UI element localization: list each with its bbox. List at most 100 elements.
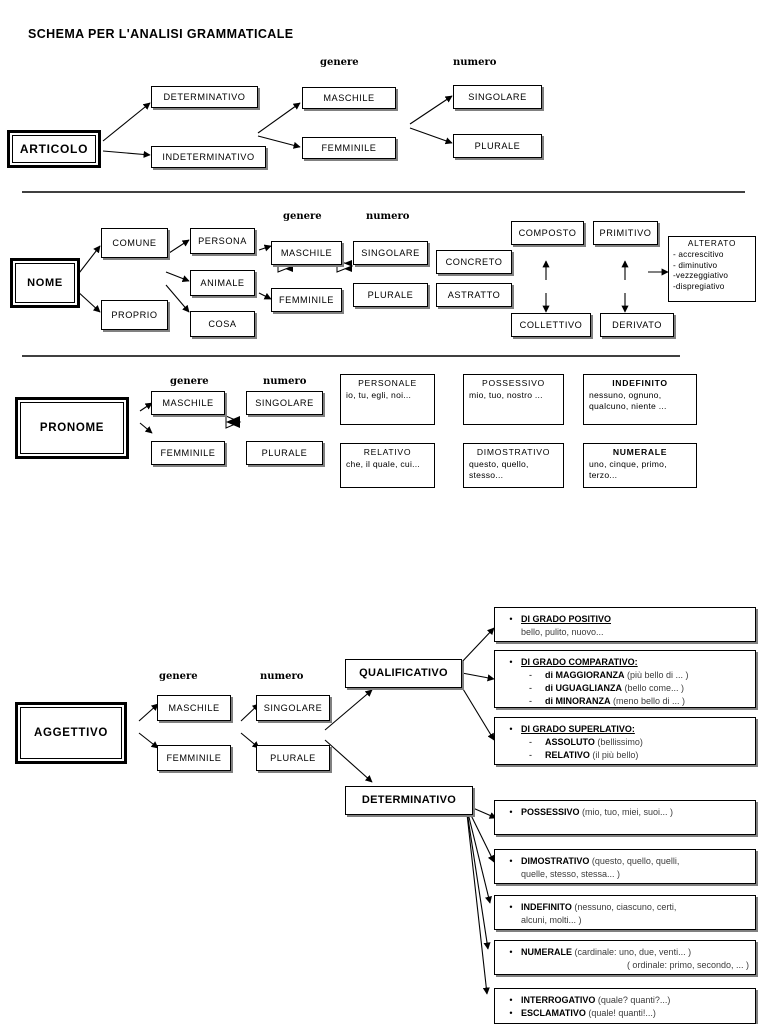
nome-alterato-item-3: -dispregiativo <box>673 282 725 292</box>
articolo-numero-label: numero <box>453 57 497 68</box>
pronome-card-3[interactable]: RELATIVO che, il quale, cui... <box>340 443 435 488</box>
aggettivo-determinativo[interactable]: DETERMINATIVO <box>345 786 473 815</box>
dash-icon: - <box>529 670 532 681</box>
aggettivo-genere-label: genere <box>159 671 198 682</box>
nome-proprio[interactable]: PROPRIO <box>101 300 168 330</box>
qual-box-1-sub-1-rest: (bello come... ) <box>622 683 685 694</box>
bullet-icon: • <box>509 614 513 624</box>
qual-box-1[interactable]: • DI GRADO COMPARATIVO: - di MAGGIORANZA… <box>494 650 756 708</box>
root-aggettivo[interactable]: AGGETTIVO <box>20 707 122 759</box>
nome-femminile[interactable]: FEMMINILE <box>271 288 342 312</box>
pronome-card-4[interactable]: DIMOSTRATIVO questo, quello, stesso... <box>463 443 564 488</box>
bullet-icon: • <box>509 1008 513 1019</box>
page-title: SCHEMA PER L'ANALISI GRAMMATICALE <box>28 27 294 41</box>
nome-numero-label: numero <box>366 211 410 222</box>
det-box-4-rest-0: (quale? quanti?...) <box>595 995 671 1005</box>
nome-concreto[interactable]: CONCRETO <box>436 250 512 274</box>
pronome-card-0[interactable]: PERSONALE io, tu, egli, noi... <box>340 374 435 425</box>
bullet-icon: • <box>509 947 513 957</box>
det-box-3[interactable]: • NUMERALE (cardinale: uno, due, venti..… <box>494 940 756 975</box>
pronome-genere-label: genere <box>170 376 209 387</box>
pronome-numero-label: numero <box>263 376 307 387</box>
qual-box-1-sub-2-bold: di MINORANZA <box>545 696 611 707</box>
pronome-genere-numero-connector <box>225 415 242 429</box>
articolo-indeterminativo[interactable]: INDETERMINATIVO <box>151 146 266 168</box>
articolo-femminile[interactable]: FEMMINILE <box>302 137 396 159</box>
nome-primitivo[interactable]: PRIMITIVO <box>593 221 658 245</box>
nome-persona[interactable]: PERSONA <box>190 228 255 254</box>
det-box-1-bold: DIMOSTRATIVO <box>521 856 590 866</box>
qual-box-0-title: DI GRADO POSITIVO <box>521 614 612 624</box>
pronome-plurale[interactable]: PLURALE <box>246 441 323 465</box>
nome-alterato-item-0: - accrescitivo <box>673 249 724 259</box>
pronome-card-1-head: POSSESSIVO <box>482 378 545 388</box>
pronome-card-0-body: io, tu, egli, noi... <box>346 389 412 400</box>
det-box-3-bold: NUMERALE <box>521 947 572 957</box>
det-box-3-line2: ( ordinale: primo, secondo, ... ) <box>626 960 749 971</box>
dash-icon: - <box>529 737 532 748</box>
pronome-card-5[interactable]: NUMERALE uno, cinque, primo, terzo... <box>583 443 697 488</box>
aggettivo-singolare[interactable]: SINGOLARE <box>256 695 330 721</box>
pronome-card-2-head: INDEFINITO <box>612 378 668 388</box>
aggettivo-femminile[interactable]: FEMMINILE <box>157 745 231 771</box>
pronome-card-1-body: mio, tuo, nostro ... <box>469 389 543 400</box>
aggettivo-maschile[interactable]: MASCHILE <box>157 695 231 721</box>
pronome-maschile[interactable]: MASCHILE <box>151 391 225 415</box>
nome-composto[interactable]: COMPOSTO <box>511 221 584 245</box>
aggettivo-plurale[interactable]: PLURALE <box>256 745 330 771</box>
aggettivo-qualificativo[interactable]: QUALIFICATIVO <box>345 659 462 688</box>
qual-box-2[interactable]: • DI GRADO SUPERLATIVO: - ASSOLUTO (bell… <box>494 717 756 765</box>
articolo-singolare[interactable]: SINGOLARE <box>453 85 542 109</box>
det-box-4-rest-1: (quale! quanti!...) <box>585 1008 656 1019</box>
det-box-2-bold: INDEFINITO <box>521 902 572 912</box>
det-box-2[interactable]: • INDEFINITO (nessuno, ciascuno, certi, … <box>494 895 756 930</box>
det-box-1[interactable]: • DIMOSTRATIVO (questo, quello, quelli, … <box>494 849 756 884</box>
qual-box-0-body: bello, pulito, nuovo... <box>521 627 604 638</box>
nome-animale[interactable]: ANIMALE <box>190 270 255 296</box>
dash-icon: - <box>529 696 532 707</box>
bullet-icon: • <box>509 807 513 817</box>
det-box-0-bold: POSSESSIVO <box>521 807 580 817</box>
root-pronome[interactable]: PRONOME <box>20 402 124 454</box>
nome-astratto[interactable]: ASTRATTO <box>436 283 512 307</box>
nome-derivato[interactable]: DERIVATO <box>600 313 674 337</box>
qual-box-1-title: DI GRADO COMPARATIVO: <box>521 657 638 667</box>
pronome-card-2-body: nessuno, ognuno, qualcuno, niente ... <box>589 389 667 412</box>
pronome-card-2[interactable]: INDEFINITO nessuno, ognuno, qualcuno, ni… <box>583 374 697 425</box>
det-box-0[interactable]: • POSSESSIVO (mio, tuo, miei, suoi... ) <box>494 800 756 835</box>
nome-cosa[interactable]: COSA <box>190 311 255 337</box>
det-box-2-rest: (nessuno, ciascuno, certi, <box>571 902 677 912</box>
det-box-4[interactable]: • INTERROGATIVO (quale? quanti?...) • ES… <box>494 988 756 1024</box>
nome-alterato-item-1: - diminutivo <box>673 260 718 270</box>
articolo-maschile[interactable]: MASCHILE <box>302 87 396 109</box>
qual-box-2-sub-0-bold: ASSOLUTO <box>545 737 595 748</box>
nome-maschile[interactable]: MASCHILE <box>271 241 342 265</box>
qual-box-0[interactable]: • DI GRADO POSITIVO bello, pulito, nuovo… <box>494 607 756 642</box>
pronome-card-4-body: questo, quello, stesso... <box>469 458 529 481</box>
pronome-femminile[interactable]: FEMMINILE <box>151 441 225 465</box>
root-nome[interactable]: NOME <box>15 263 75 303</box>
nome-singolare[interactable]: SINGOLARE <box>353 241 428 265</box>
articolo-plurale[interactable]: PLURALE <box>453 134 542 158</box>
nome-plurale[interactable]: PLURALE <box>353 283 428 307</box>
det-box-2-line2: alcuni, molti... ) <box>521 915 582 926</box>
pronome-card-5-head: NUMERALE <box>612 447 668 457</box>
dash-icon: - <box>529 683 532 694</box>
nome-collettivo[interactable]: COLLETTIVO <box>511 313 591 337</box>
pronome-singolare[interactable]: SINGOLARE <box>246 391 323 415</box>
dash-icon: - <box>529 750 532 761</box>
nome-comune[interactable]: COMUNE <box>101 228 168 258</box>
qual-box-1-sub-2-rest: (meno bello di ... ) <box>610 696 686 707</box>
det-box-1-rest: (questo, quello, quelli, <box>589 856 680 866</box>
pronome-card-1[interactable]: POSSESSIVO mio, tuo, nostro ... <box>463 374 564 425</box>
pronome-card-3-body: che, il quale, cui... <box>346 458 421 469</box>
det-box-0-rest: (mio, tuo, miei, suoi... ) <box>579 807 674 817</box>
root-articolo[interactable]: ARTICOLO <box>12 135 96 163</box>
det-box-4-bold-0: INTERROGATIVO <box>521 995 596 1005</box>
nome-alterato-box[interactable]: ALTERATO - accrescitivo - diminutivo -ve… <box>668 236 756 302</box>
qual-box-1-sub-0-rest: (più bello di ... ) <box>624 670 689 681</box>
det-box-4-bold-1: ESCLAMATIVO <box>521 1008 586 1019</box>
articolo-determinativo[interactable]: DETERMINATIVO <box>151 86 258 108</box>
qual-box-1-sub-0-bold: di MAGGIORANZA <box>545 670 625 681</box>
